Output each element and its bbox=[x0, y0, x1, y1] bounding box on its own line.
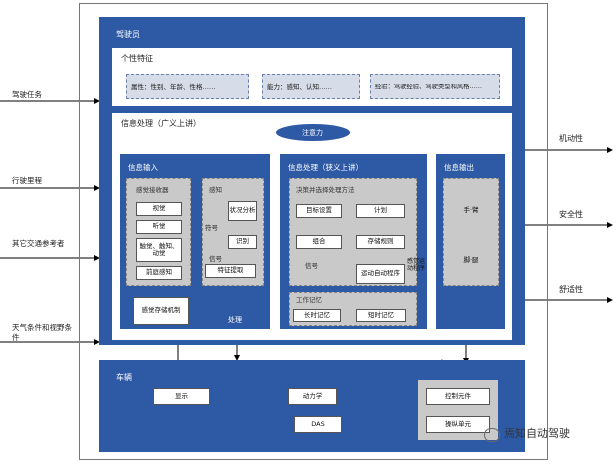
memory-short: 短时记忆 bbox=[356, 309, 406, 322]
output-feet: 脚·腿 bbox=[451, 254, 491, 268]
decision-motor: 运动自动程序 bbox=[356, 264, 405, 284]
output-mobility: 机动性 bbox=[559, 134, 583, 143]
output-inner bbox=[443, 178, 499, 286]
trait-experience bbox=[370, 74, 500, 99]
perception-title: 感知 bbox=[209, 186, 222, 194]
watermark: 焉知自动驾驶 bbox=[504, 427, 570, 440]
processing-title: 信息处理（广义上讲） bbox=[121, 119, 201, 128]
vehicle-das: DAS bbox=[294, 416, 342, 433]
vehicle-title: 车辆 bbox=[116, 373, 132, 382]
perception-signal: 信号 bbox=[209, 255, 222, 263]
receptors-title: 感觉接收器 bbox=[136, 186, 169, 194]
sensorimotor-label: 感觉运动程序 bbox=[407, 258, 426, 273]
decision-title: 决策并选择处理方法 bbox=[296, 186, 355, 194]
perception-situation: 状况分析 bbox=[228, 201, 257, 221]
input-mileage: 行驶里程 bbox=[12, 176, 42, 185]
outer-frame bbox=[79, 3, 548, 460]
trait-attributes-label: 属性：性别、年龄、性格…… bbox=[131, 83, 216, 91]
driver-title: 驾驶员 bbox=[116, 30, 140, 39]
info-output-title: 信息输出 bbox=[444, 163, 474, 172]
processing-label: 处理 bbox=[228, 316, 242, 324]
traits-title: 个性特征 bbox=[121, 54, 153, 63]
perception-feature-extract: 特征提取 bbox=[205, 264, 256, 278]
perception-symbol: 符号 bbox=[205, 224, 218, 232]
receptor-vision: 视觉 bbox=[136, 202, 182, 216]
receptor-touch: 触觉、触知、动觉 bbox=[136, 238, 182, 262]
receptor-vestibular: 前庭感知 bbox=[136, 266, 182, 280]
decision-goal: 目标设置 bbox=[296, 204, 342, 218]
trait-abilities-label: 能力：感知、认知…… bbox=[267, 83, 332, 91]
narrow-processing-title: 信息处理（狭义上讲） bbox=[288, 163, 363, 172]
sensor-mechanism: 感觉存储机制 bbox=[133, 297, 189, 325]
decision-plan: 计划 bbox=[356, 204, 405, 218]
vehicle-display: 显示 bbox=[153, 388, 210, 405]
output-comfort: 舒适性 bbox=[559, 285, 583, 294]
vehicle-driveline: 操纵单元 bbox=[426, 416, 490, 433]
output-hands: 手·臂 bbox=[451, 204, 491, 218]
input-driving-task: 驾驶任务 bbox=[12, 90, 42, 99]
watermark-icon bbox=[484, 428, 500, 442]
attention-ellipse bbox=[276, 124, 350, 141]
input-traffic-participants: 其它交通参考者 bbox=[12, 239, 65, 248]
decision-signal: 信号 bbox=[305, 262, 318, 270]
trait-attributes bbox=[126, 74, 249, 99]
perception-recognition: 识别 bbox=[228, 235, 257, 249]
decision-store: 存储规则 bbox=[356, 235, 405, 249]
decision-combine: 组合 bbox=[296, 235, 342, 249]
memory-long: 长时记忆 bbox=[293, 309, 341, 322]
trait-experience-label: 经验：驾驶经验、驾驶类型和风格…… bbox=[375, 84, 483, 90]
attention-label: 注意力 bbox=[302, 129, 323, 137]
trait-abilities bbox=[262, 74, 360, 99]
output-safety: 安全性 bbox=[559, 210, 583, 219]
info-input-title: 信息输入 bbox=[128, 163, 158, 172]
input-weather-visibility: 天气条件和视野条件 bbox=[12, 323, 72, 342]
working-memory-title: 工作记忆 bbox=[296, 296, 322, 304]
receptor-hearing: 听觉 bbox=[136, 220, 182, 234]
vehicle-operation: 控制元件 bbox=[426, 388, 490, 405]
vehicle-power: 动力学 bbox=[288, 388, 337, 405]
